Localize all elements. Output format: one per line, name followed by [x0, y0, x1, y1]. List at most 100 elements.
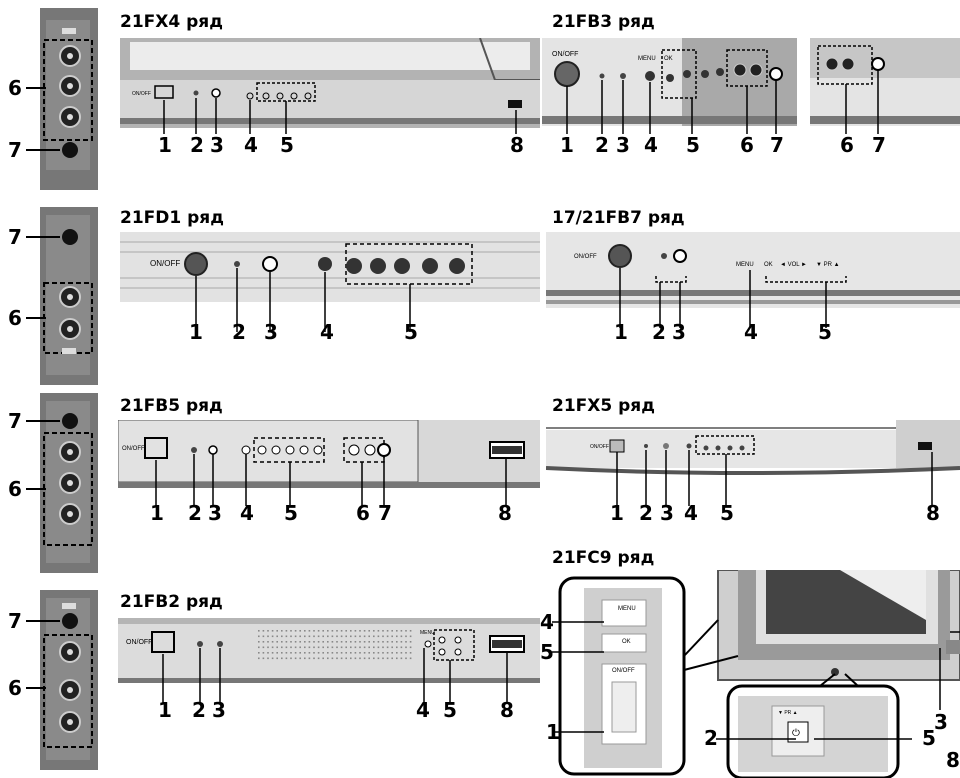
svg-text:ON/OFF: ON/OFF — [574, 254, 597, 260]
callout-5: 5 — [443, 698, 457, 722]
callout-3: 3 — [210, 133, 224, 157]
callout-8: 8 — [946, 748, 960, 772]
model-title-21fb3: 21FB3 ряд — [552, 12, 655, 32]
callout-3: 3 — [212, 698, 226, 722]
callout-7: 7 — [8, 409, 22, 433]
callout-2: 2 — [595, 133, 609, 157]
callout-5: 5 — [686, 133, 700, 157]
callout-3: 3 — [208, 501, 222, 525]
svg-text:ON/OFF: ON/OFF — [126, 639, 152, 646]
svg-text:ON/OFF: ON/OFF — [552, 51, 578, 58]
callout-2: 2 — [704, 726, 718, 750]
callout-5: 5 — [280, 133, 294, 157]
model-title-21fb7: 17/21FB7 ряд — [552, 208, 685, 228]
model-title-21fc9: 21FC9 ряд — [552, 548, 655, 568]
callout-2: 2 — [652, 320, 666, 344]
callout-5: 5 — [818, 320, 832, 344]
svg-text:▼ PR ▲: ▼ PR ▲ — [816, 262, 840, 268]
callout-8: 8 — [498, 501, 512, 525]
callout-1: 1 — [546, 720, 560, 744]
model-title-21fd1: 21FD1 ряд — [120, 208, 224, 228]
svg-text:◄ VOL ►: ◄ VOL ► — [780, 262, 807, 268]
svg-text:OK: OK — [764, 262, 773, 268]
callout-1: 1 — [150, 501, 164, 525]
callout-4: 4 — [684, 501, 698, 525]
callout-7: 7 — [8, 225, 22, 249]
callout-5: 5 — [284, 501, 298, 525]
side-panel-row1 — [26, 8, 98, 190]
front-panel-21fd1: ON/OFF — [120, 232, 540, 332]
svg-text:ON/OFF: ON/OFF — [132, 91, 151, 97]
svg-text:MENU: MENU — [638, 56, 656, 62]
callout-1: 1 — [189, 320, 203, 344]
callout-7: 7 — [770, 133, 784, 157]
front-panel-21fb3: ON/OFF MENU OK — [542, 38, 960, 134]
callout-3: 3 — [264, 320, 278, 344]
callout-7: 7 — [8, 138, 22, 162]
callout-2: 2 — [232, 320, 246, 344]
callout-8: 8 — [926, 501, 940, 525]
callout-6: 6 — [8, 477, 22, 501]
svg-text:OK: OK — [664, 56, 673, 62]
callout-1: 1 — [158, 133, 172, 157]
front-panel-21fc9: MENU OK ON/OFF ⏻ ▼ PR ▲ — [552, 570, 960, 778]
side-panel-row3 — [26, 393, 98, 573]
front-panel-21fb2: ON/OFF MENU — [118, 618, 540, 704]
callout-2: 2 — [639, 501, 653, 525]
front-panel-21fx5: ON/OFF — [546, 420, 960, 506]
callout-7: 7 — [8, 609, 22, 633]
callout-1: 1 — [610, 501, 624, 525]
front-panel-21fb5: ON/OFF — [118, 420, 540, 506]
svg-text:OK: OK — [622, 639, 631, 645]
callout-5: 5 — [404, 320, 418, 344]
callout-4: 4 — [244, 133, 258, 157]
model-title-21fx4: 21FX4 ряд — [120, 12, 223, 32]
callout-4: 4 — [240, 501, 254, 525]
callout-7: 7 — [378, 501, 392, 525]
callout-1: 1 — [560, 133, 574, 157]
callout-4: 4 — [320, 320, 334, 344]
callout-8: 8 — [500, 698, 514, 722]
svg-text:⏻: ⏻ — [792, 728, 800, 739]
callout-4: 4 — [416, 698, 430, 722]
callout-8: 8 — [510, 133, 524, 157]
callout-3: 3 — [660, 501, 674, 525]
callout-7: 7 — [872, 133, 886, 157]
callout-1: 1 — [158, 698, 172, 722]
callout-6: 6 — [740, 133, 754, 157]
callout-6: 6 — [840, 133, 854, 157]
callout-6: 6 — [8, 76, 22, 100]
callout-3: 3 — [616, 133, 630, 157]
model-title-21fx5: 21FX5 ряд — [552, 396, 655, 416]
callout-1: 1 — [614, 320, 628, 344]
side-jack-panel-1 — [26, 8, 98, 770]
callout-6: 6 — [8, 676, 22, 700]
callout-2: 2 — [188, 501, 202, 525]
front-panel-21fx4: ON/OFF — [120, 38, 540, 134]
callout-5: 5 — [540, 640, 554, 664]
svg-text:ON/OFF: ON/OFF — [122, 446, 145, 452]
callout-4: 4 — [540, 610, 554, 634]
svg-text:ON/OFF: ON/OFF — [612, 668, 635, 674]
callout-5: 5 — [922, 726, 936, 750]
callout-2: 2 — [190, 133, 204, 157]
model-title-21fb5: 21FB5 ряд — [120, 396, 223, 416]
callout-4: 4 — [644, 133, 658, 157]
svg-text:MENU: MENU — [618, 606, 636, 612]
svg-text:▼ PR ▲: ▼ PR ▲ — [778, 710, 798, 716]
svg-text:ON/OFF: ON/OFF — [590, 444, 609, 450]
model-title-21fb2: 21FB2 ряд — [120, 592, 223, 612]
svg-text:MENU: MENU — [736, 262, 754, 268]
callout-6: 6 — [356, 501, 370, 525]
callout-4: 4 — [744, 320, 758, 344]
svg-text:ON/OFF: ON/OFF — [150, 259, 180, 268]
side-panel-row2 — [26, 207, 98, 385]
callout-3: 3 — [672, 320, 686, 344]
callout-2: 2 — [192, 698, 206, 722]
side-panel-row4 — [26, 590, 98, 770]
front-panel-21fb7: ON/OFF MENU OK ◄ VOL ► ▼ PR ▲ — [546, 232, 960, 328]
callout-3: 3 — [934, 710, 948, 734]
callout-6: 6 — [8, 306, 22, 330]
callout-5: 5 — [720, 501, 734, 525]
svg-text:MENU: MENU — [420, 630, 435, 636]
